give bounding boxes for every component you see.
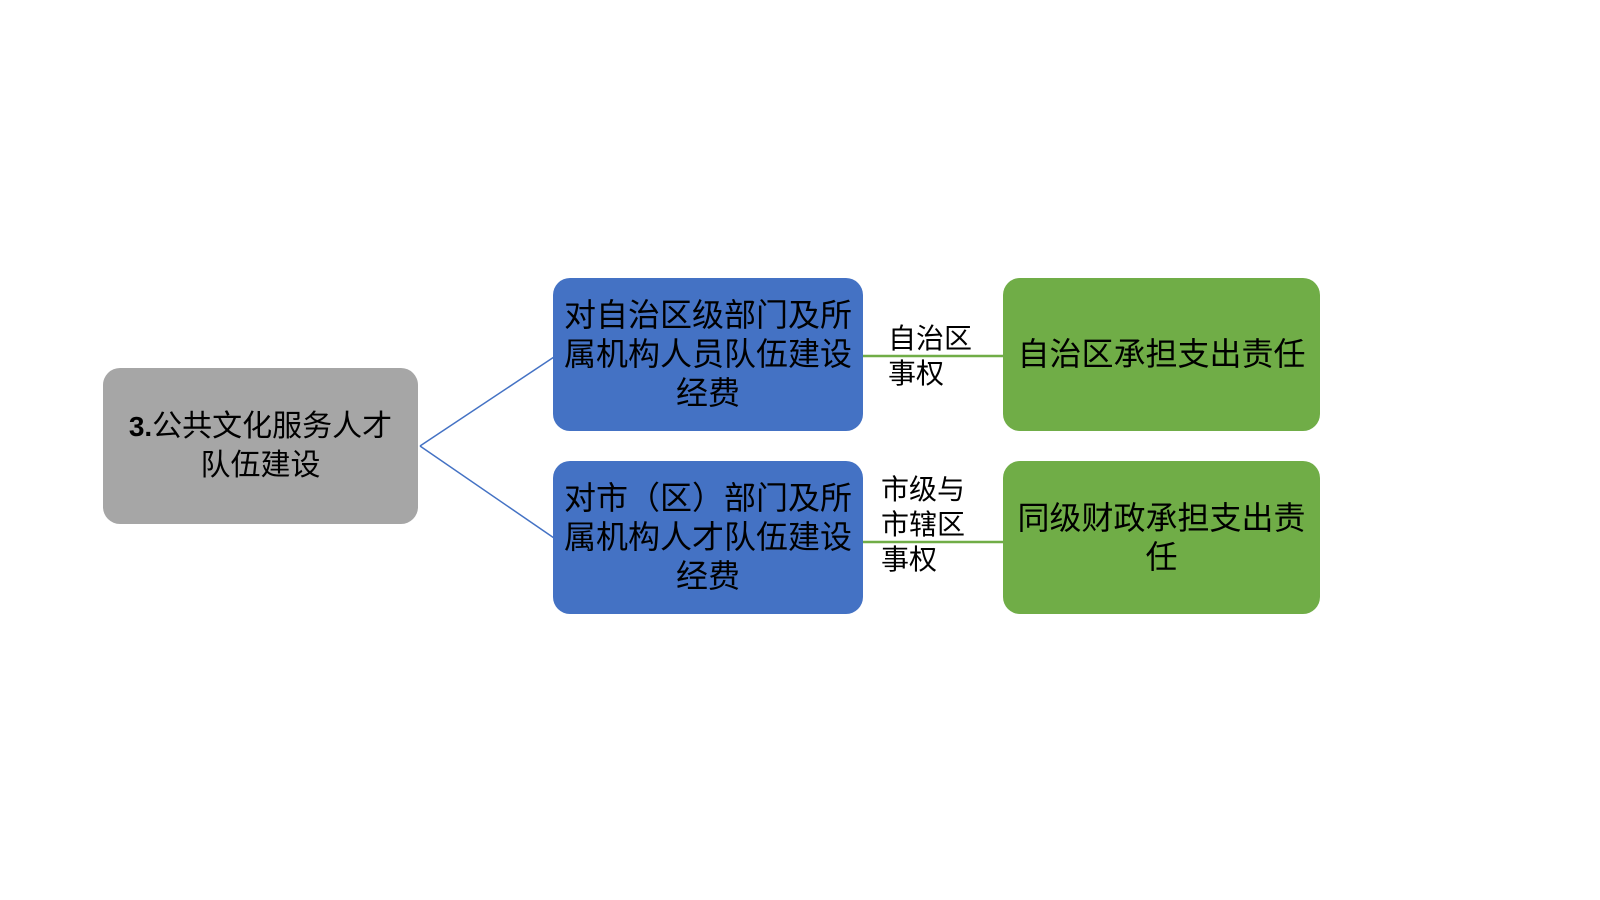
task-1-text-line-2: 属机构人员队伍建设 (563, 336, 852, 372)
edge-label-2-line-1: 市级与 (881, 475, 966, 506)
edge-label-1: 自治区 事权 (888, 322, 972, 392)
task-node-1: 对自治区级部门及所 属机构人员队伍建设 经费 (553, 278, 863, 431)
result-node-2: 同级财政承担支出责 任 (1003, 461, 1320, 614)
task-2-text-line-1: 对市（区）部门及所 (563, 480, 852, 516)
root-title-part-1: 公共文化服务人才 (152, 410, 393, 443)
root-text-line-1: 3.公共文化服务人才 (129, 407, 392, 446)
result-node-1: 自治区承担支出责任 (1003, 278, 1320, 431)
connector-root-to-task-1 (419, 356, 555, 447)
result-2-text-line-1: 同级财政承担支出责 (1017, 499, 1306, 536)
task-1-text-line-1: 对自治区级部门及所 (563, 297, 852, 333)
task-2-text-line-3: 经费 (675, 558, 740, 594)
result-2-text-line-2: 任 (1145, 538, 1178, 575)
task-1-text-line-3: 经费 (675, 375, 740, 411)
root-number: 3. (128, 411, 153, 442)
edge-label-1-line-1: 自治区 (888, 324, 973, 355)
root-text-line-2: 队伍建设 (200, 449, 321, 482)
edge-label-2-line-3: 事权 (881, 545, 938, 576)
edge-label-1-line-2: 事权 (888, 359, 945, 390)
edge-label-2-line-2: 市辖区 (881, 510, 966, 541)
result-1-text-line-1: 自治区承担支出责任 (1017, 336, 1306, 372)
connector-root-to-task-2 (419, 445, 555, 539)
task-2-text-line-2: 属机构人才队伍建设 (563, 519, 852, 555)
root-node: 3.公共文化服务人才 队伍建设 (103, 368, 418, 524)
task-node-2: 对市（区）部门及所 属机构人才队伍建设 经费 (553, 461, 863, 614)
edge-label-2: 市级与 市辖区 事权 (881, 473, 965, 578)
